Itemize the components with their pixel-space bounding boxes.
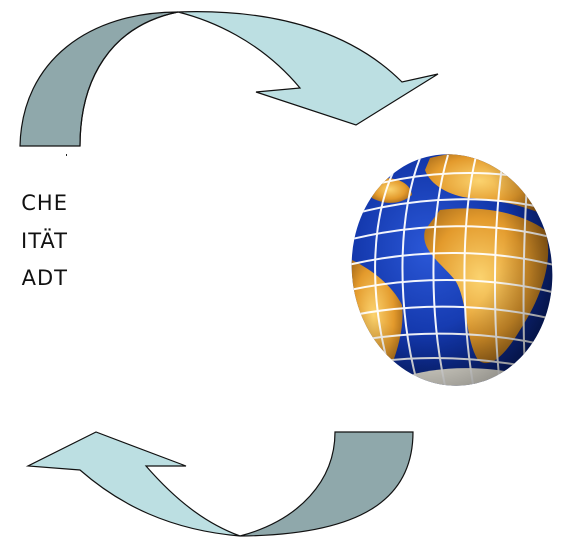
text-line-3: ADT <box>22 266 68 290</box>
top-arrow-dark-band <box>20 12 178 146</box>
curved-arrow-right-icon <box>20 12 438 146</box>
curved-arrow-left-icon <box>28 432 413 536</box>
globe-icon <box>337 141 567 399</box>
bottom-arrow-dark-band <box>240 432 413 536</box>
top-arrow-light-band <box>178 12 438 125</box>
bottom-arrow-light-band <box>28 432 240 536</box>
tick-mark <box>66 154 67 156</box>
text-line-1: CHE <box>21 191 68 215</box>
text-line-2: ITÄT <box>21 229 68 253</box>
